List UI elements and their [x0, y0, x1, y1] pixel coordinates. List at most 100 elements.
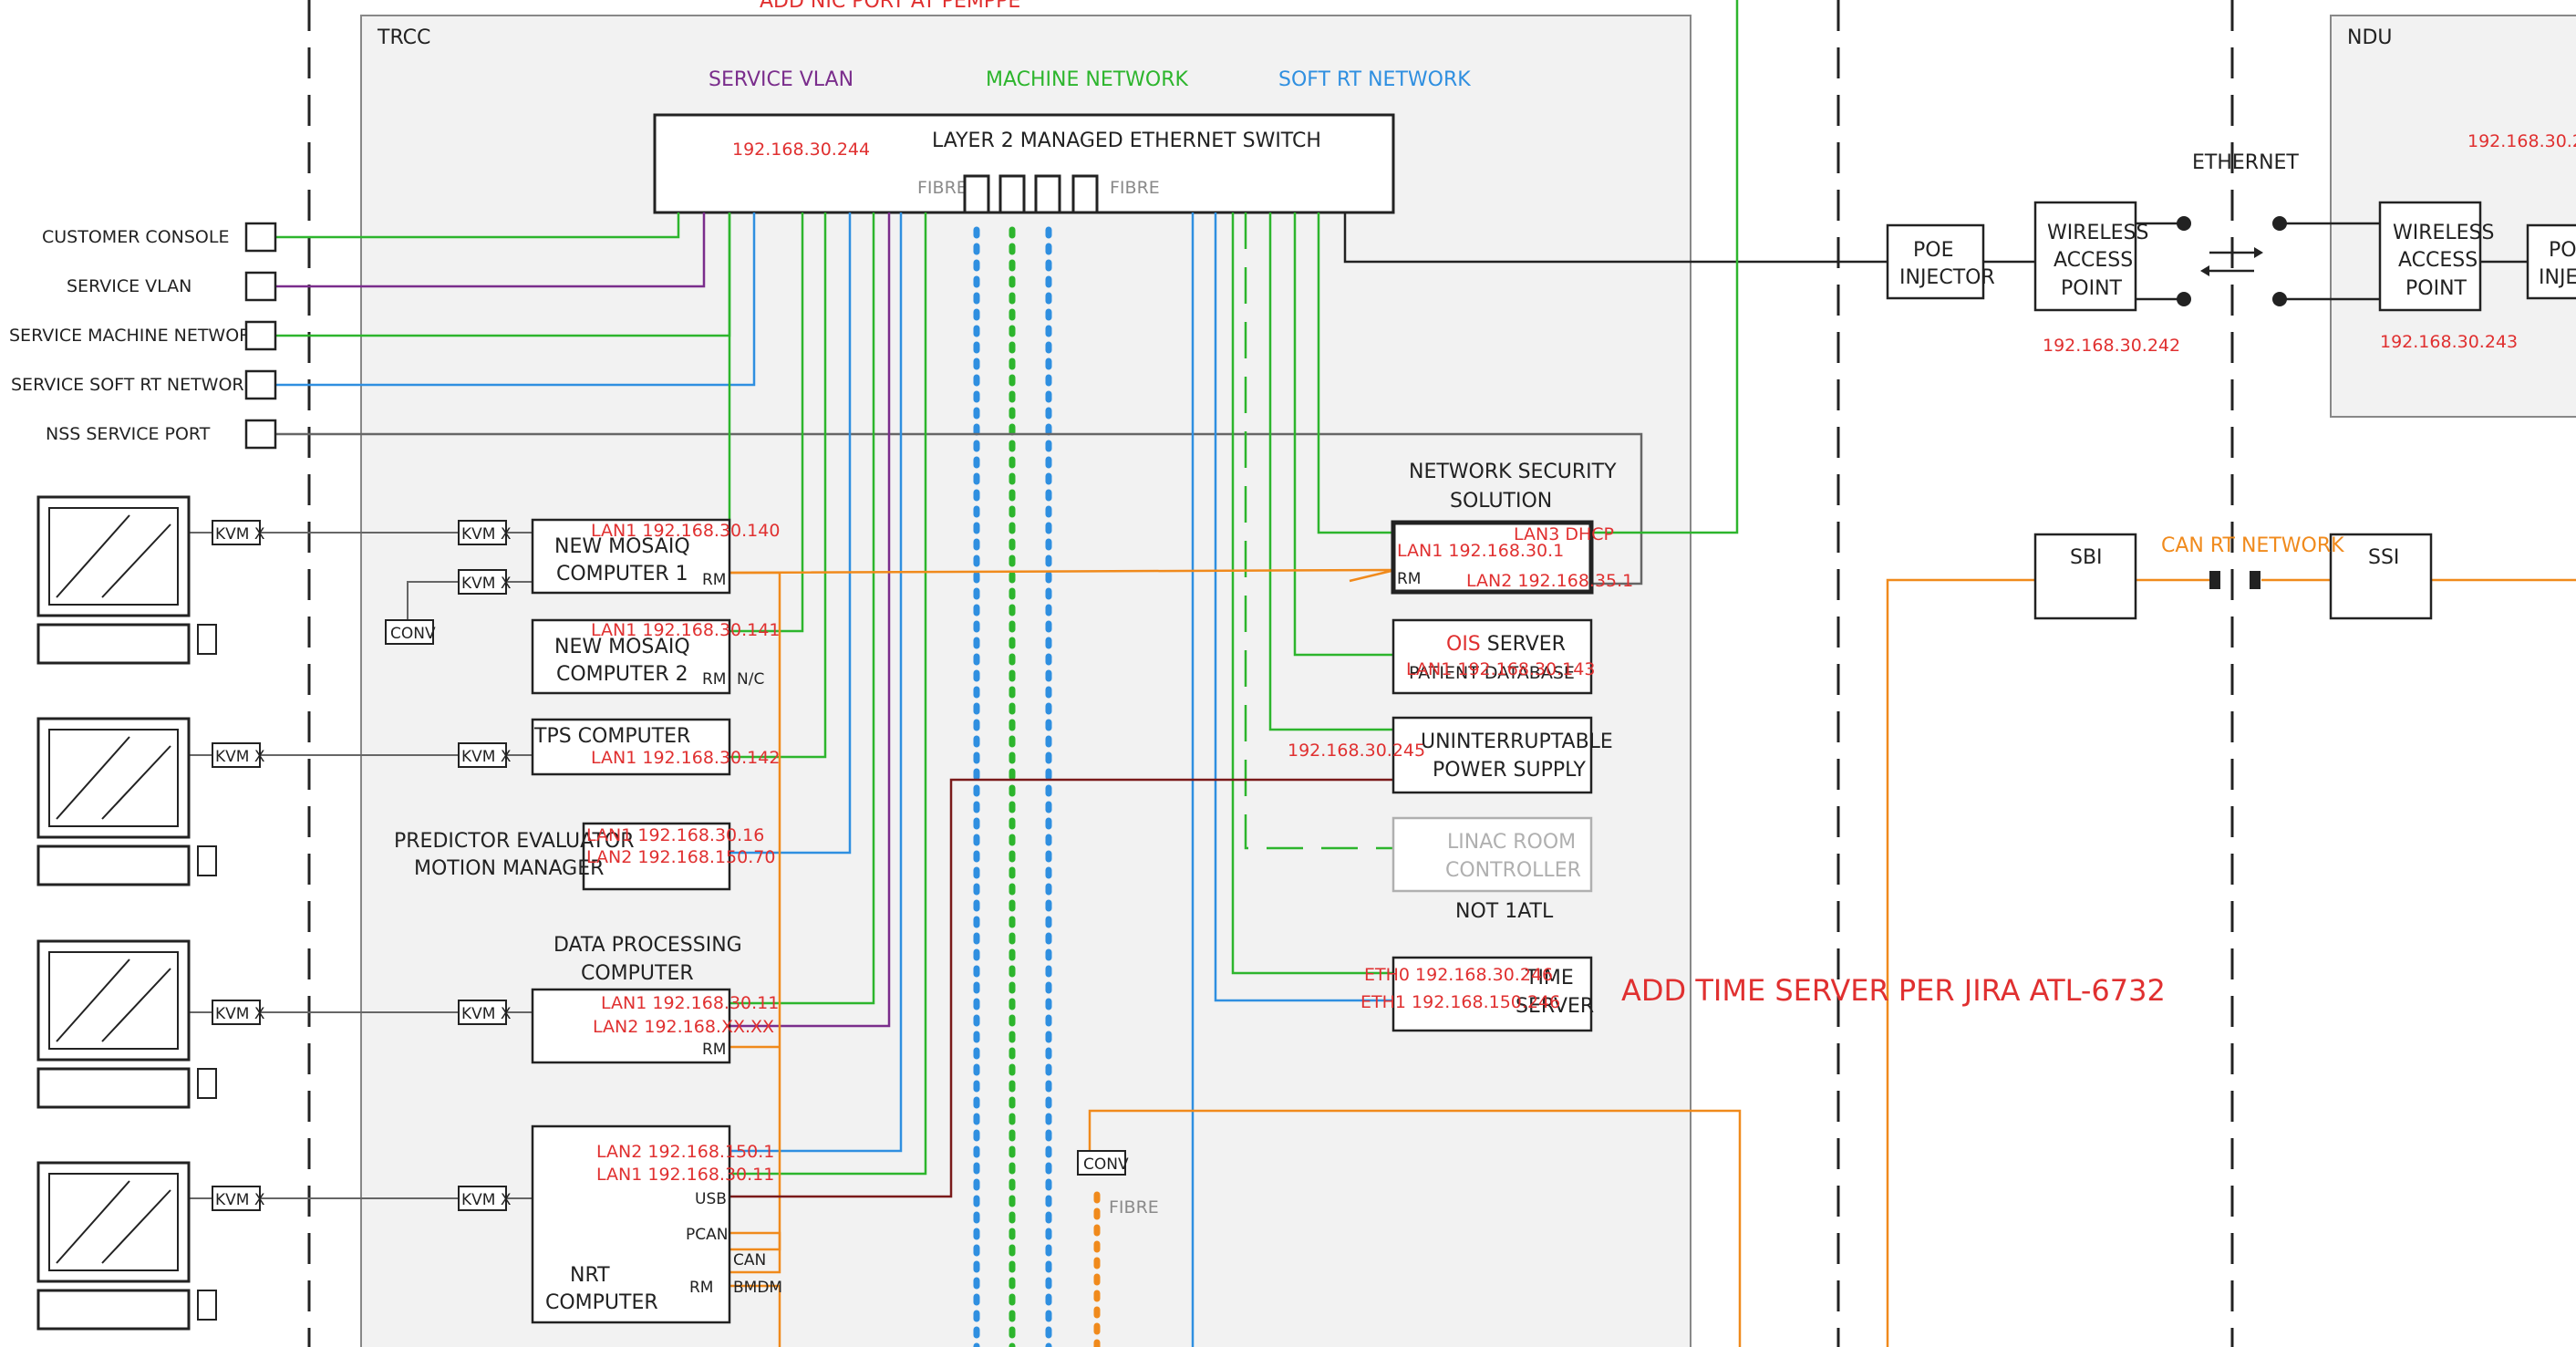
- fibre-label: FIBRE: [1109, 1197, 1159, 1217]
- kvm-label: KVM X: [215, 1005, 265, 1023]
- nss-lan3: LAN3 DHCP: [1514, 524, 1614, 544]
- pemm-box[interactable]: [582, 822, 731, 891]
- wap1-name2: ACCESS: [2054, 249, 2133, 272]
- kvm-label: KVM X: [461, 1191, 512, 1209]
- nrt-pcan: PCAN: [686, 1226, 728, 1244]
- dpc-rm: RM: [702, 1041, 726, 1059]
- nrt-name2: COMPUTER: [545, 1291, 658, 1314]
- wireless-link: [1983, 222, 2528, 301]
- section-dividers: [307, 0, 2234, 1347]
- nrt-lan2: LAN2 192.168.150.1: [596, 1142, 774, 1162]
- can-terminators: [2209, 571, 2260, 589]
- ssi-box[interactable]: [2329, 533, 2433, 620]
- ethernet-port-icon[interactable]: [244, 222, 277, 253]
- ethernet-port-icon[interactable]: [244, 320, 277, 351]
- kvm-label: KVM X: [461, 1005, 512, 1023]
- mosaiq2-box[interactable]: [531, 618, 731, 695]
- mosaiq2-name: NEW MOSAIQ: [554, 636, 690, 658]
- ois-subtitle: PATIENT DATABASE: [1409, 663, 1575, 683]
- poe2-name2: INJE: [2539, 266, 2576, 289]
- nrt-box[interactable]: [531, 1124, 731, 1324]
- kvm-labels: KVM X KVM X KVM X KVM X KVM X KVM X KVM …: [215, 525, 512, 1209]
- pemm-lan1: LAN1 192.168.30.16: [586, 825, 764, 845]
- conv-label-2: CONV: [1083, 1155, 1129, 1174]
- nrt-bmdm: BMDM: [733, 1279, 782, 1297]
- lrc-box[interactable]: [1391, 816, 1593, 893]
- machine-network-title: MACHINE NETWORK: [986, 68, 1189, 91]
- wap1-box[interactable]: [2033, 201, 2137, 312]
- banner-text: ADD NIC PORT AT PEMPPE: [760, 0, 1020, 13]
- ois-box[interactable]: [1391, 618, 1593, 695]
- mosaiq2-lan1: LAN1 192.168.30.141: [591, 620, 780, 640]
- kvm-label: KVM X: [461, 575, 512, 593]
- sbi-box[interactable]: [2033, 533, 2137, 620]
- port-label: SERVICE VLAN: [67, 276, 191, 296]
- wap2-name3: POINT: [2405, 277, 2467, 300]
- switch-title: LAYER 2 MANAGED ETHERNET SWITCH: [932, 130, 1321, 152]
- poe1-box[interactable]: [1886, 223, 1985, 300]
- kvm-label: KVM X: [461, 525, 512, 544]
- ups-ip: 192.168.30.245: [1288, 741, 1425, 761]
- dpc-lan1: LAN1 192.168.30.11: [601, 993, 779, 1013]
- dpc-box[interactable]: [531, 988, 731, 1064]
- ups-name2: POWER SUPPLY: [1433, 759, 1586, 782]
- mosaiq1-name2: COMPUTER 1: [556, 563, 688, 585]
- port-label: NSS SERVICE PORT: [46, 424, 211, 444]
- wap2-ip: 192.168.30.243: [2380, 332, 2518, 352]
- nrt-lan1: LAN1 192.168.30.11: [596, 1165, 774, 1185]
- ups-name: UNINTERRUPTABLE: [1421, 730, 1613, 753]
- mosaiq1-box[interactable]: [531, 518, 731, 595]
- tps-box[interactable]: [531, 718, 731, 776]
- nss-lan1: LAN1 192.168.30.1: [1397, 541, 1564, 561]
- poe1-name2: INJECTOR: [1899, 266, 1995, 289]
- switch-fibre-right: FIBRE: [1110, 178, 1160, 198]
- time-name2: SERVER: [1516, 995, 1594, 1018]
- ethernet-port-icon[interactable]: [244, 369, 277, 400]
- ois-name-rest: SERVER: [1481, 633, 1566, 656]
- workstations: [36, 495, 217, 1331]
- nss-name2: SOLUTION: [1450, 490, 1552, 513]
- can-rt-network-label: CAN RT NETWORK: [2161, 534, 2344, 557]
- poe2-name: PO: [2549, 239, 2576, 262]
- ups-box[interactable]: [1391, 716, 1593, 794]
- poe1-name: POE: [1913, 239, 1953, 262]
- wap2-name2: ACCESS: [2398, 249, 2478, 272]
- port-label: CUSTOMER CONSOLE: [42, 227, 229, 247]
- kvm-label: KVM X: [215, 1191, 265, 1209]
- nrt-rm: RM: [689, 1279, 713, 1297]
- wap2-box[interactable]: [2378, 201, 2482, 312]
- pemm-name2: MOTION MANAGER: [414, 857, 604, 880]
- workstation-icon: [36, 495, 217, 665]
- ethernet-port-icon[interactable]: [244, 271, 277, 302]
- nrt-usb: USB: [695, 1190, 727, 1208]
- kvm-label: KVM X: [461, 748, 512, 766]
- service-ports: CUSTOMER CONSOLE SERVICE VLAN SERVICE MA…: [9, 222, 277, 450]
- switch-device-lines: [728, 0, 1888, 1347]
- tps-lan1: LAN1 192.168.30.142: [591, 748, 780, 768]
- ndu-label: NDU: [2347, 26, 2393, 49]
- poe2-box[interactable]: [2526, 223, 2576, 300]
- nrt-name: NRT: [570, 1264, 610, 1287]
- wap1-name3: POINT: [2061, 277, 2123, 300]
- nss-name: NETWORK SECURITY: [1409, 461, 1617, 483]
- mosaiq2-rm: RM: [702, 670, 726, 689]
- wap1-ip: 192.168.30.242: [2043, 336, 2180, 356]
- nss-box[interactable]: [1391, 520, 1594, 595]
- mosaiq2-name2: COMPUTER 2: [556, 663, 688, 686]
- dpc-name: DATA PROCESSING: [553, 934, 742, 957]
- lrc-name2: CONTROLLER: [1445, 859, 1581, 882]
- ethernet-port-icon[interactable]: [244, 419, 277, 450]
- mosaiq2-nc: N/C: [737, 670, 764, 689]
- switch-fibre-left: FIBRE: [917, 178, 967, 198]
- time-box[interactable]: [1391, 956, 1593, 1032]
- mosaiq1-name: NEW MOSAIQ: [554, 535, 690, 558]
- ois-name: OIS SERVER: [1446, 633, 1566, 656]
- fibre-ports: [963, 174, 1099, 214]
- ois-name-red: OIS: [1446, 633, 1481, 656]
- ethernet-label: ETHERNET: [2192, 151, 2299, 174]
- wap1-name: WIRELESS: [2047, 222, 2149, 244]
- time-eth0: ETH0 192.168.30.246: [1364, 965, 1553, 985]
- wireless-nodes: [2177, 216, 2287, 306]
- time-eth1: ETH1 192.168.150.246: [1360, 992, 1560, 1012]
